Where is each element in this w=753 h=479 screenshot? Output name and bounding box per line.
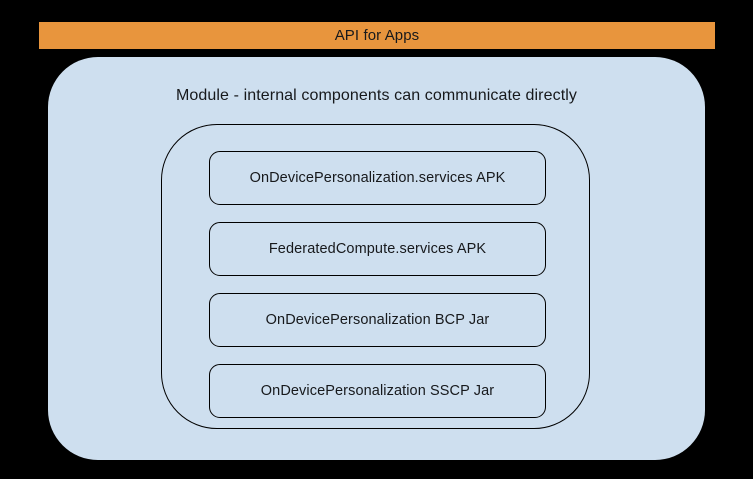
api-for-apps-banner-label: API for Apps <box>334 27 420 44</box>
module-panel-heading: Module - internal components can communi… <box>175 87 578 104</box>
internal-components-group <box>161 124 590 429</box>
component-box-label: OnDevicePersonalization.services APK <box>249 169 506 186</box>
component-box: OnDevicePersonalization SSCP Jar <box>209 364 546 418</box>
api-for-apps-banner: API for Apps <box>39 22 715 49</box>
component-box-label: OnDevicePersonalization BCP Jar <box>265 311 490 328</box>
module-panel: Module - internal components can communi… <box>48 57 705 460</box>
component-box: FederatedCompute.services APK <box>209 222 546 276</box>
component-box: OnDevicePersonalization.services APK <box>209 151 546 205</box>
component-box: OnDevicePersonalization BCP Jar <box>209 293 546 347</box>
component-box-list: OnDevicePersonalization.services APK Fed… <box>209 151 546 418</box>
component-box-label: OnDevicePersonalization SSCP Jar <box>260 382 495 399</box>
component-box-label: FederatedCompute.services APK <box>268 240 487 257</box>
